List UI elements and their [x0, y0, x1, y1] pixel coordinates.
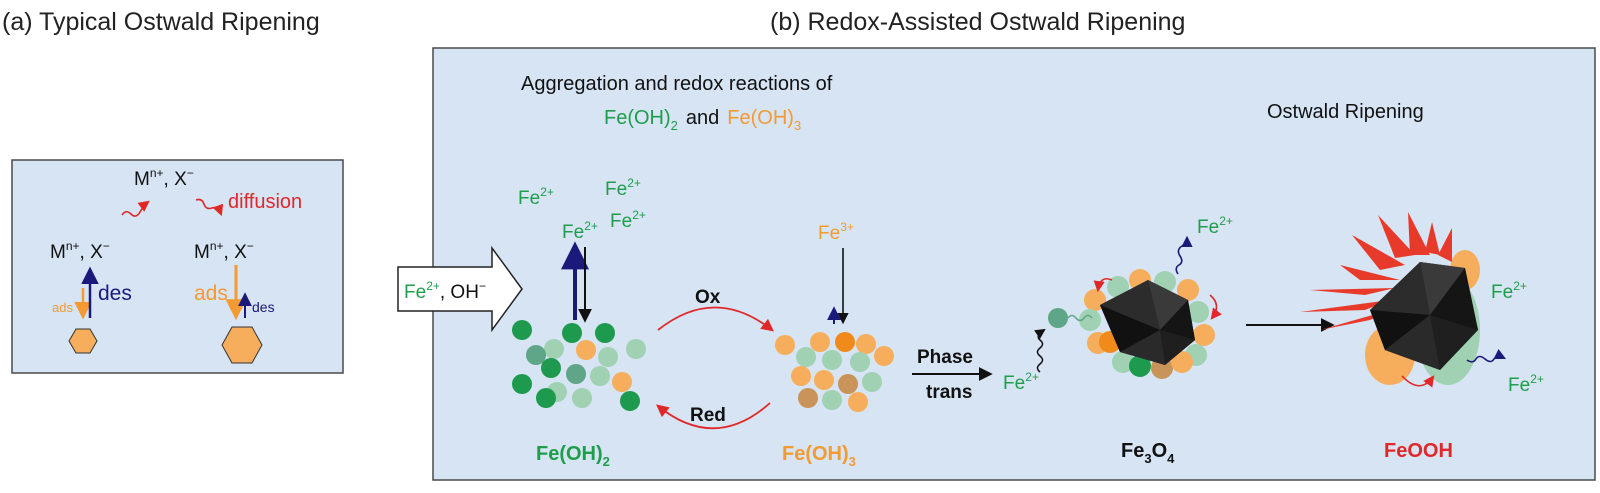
large-hexagon — [221, 326, 263, 364]
diffusion-arrow-up — [121, 200, 150, 217]
feooh-release-wave — [1466, 348, 1507, 363]
fe2-ion-3: Fe2+ — [562, 219, 598, 243]
fe3o4-released-fe2: Fe2+ — [1197, 214, 1233, 238]
fe2-ion-1: Fe2+ — [518, 185, 554, 209]
input-arrow — [397, 245, 523, 333]
right-ads-label: ads — [194, 282, 228, 305]
feooh-particle — [1300, 212, 1480, 385]
reduction-arrow — [656, 402, 771, 430]
diffusion-arrow-down — [195, 198, 224, 217]
right-des-label: des — [252, 299, 275, 315]
trans-label: trans — [926, 382, 972, 403]
oxidation-arrow — [657, 306, 774, 332]
fe2-ion-4: Fe2+ — [610, 208, 646, 232]
panel-b-heading: Aggregation and redox reactions of — [521, 73, 833, 95]
fe3o4-attach-wave — [1067, 314, 1093, 322]
fe3o4-uptake-wave — [1034, 328, 1046, 373]
feoh2-cluster — [512, 320, 646, 411]
panel-a-title: (a) Typical Ostwald Ripening — [2, 8, 320, 36]
left-ads-label: ads — [52, 300, 73, 315]
fe2-ion-2: Fe2+ — [605, 176, 641, 200]
fe3o4-particle — [1048, 269, 1215, 379]
panel-a-box — [11, 159, 344, 374]
left-des-label: des — [98, 282, 132, 305]
feooh-released-fe2-lower: Fe2+ — [1508, 372, 1544, 396]
label-fe-oh-2: Fe(OH)2 — [536, 443, 610, 469]
fe3o4-ripening-arrow-left — [1093, 277, 1113, 293]
feooh-adjacent-fe2: Fe2+ — [1491, 279, 1527, 303]
label-feooh: FeOOH — [1384, 440, 1453, 462]
small-hexagon — [68, 328, 98, 354]
input-arrow-label: Fe2+, OH− — [404, 279, 486, 303]
panel-b-title: (b) Redox-Assisted Ostwald Ripening — [770, 8, 1185, 36]
panel-a-right-species: Mn+, X− — [194, 239, 254, 263]
fe2-ions-cluster: Fe2+ Fe2+ Fe2+ Fe2+ — [518, 176, 646, 243]
feoh3-cluster — [775, 332, 894, 412]
diffusion-label: diffusion — [228, 191, 302, 213]
fe3o4-incoming-fe2: Fe2+ — [1003, 370, 1039, 394]
ostwald-ripening-label: Ostwald Ripening — [1267, 101, 1424, 123]
fe3o4-ripening-arrow-right — [1209, 294, 1222, 320]
fe3o4-release-wave — [1175, 235, 1193, 275]
red-label: Red — [690, 405, 726, 426]
phase-label: Phase — [917, 347, 973, 368]
fe3-ion: Fe3+ — [818, 220, 854, 244]
label-fe-oh-3: Fe(OH)3 — [782, 443, 856, 469]
label-fe3o4: Fe3O4 — [1121, 440, 1175, 466]
panel-a-left-species: Mn+, X− — [50, 239, 110, 263]
feooh-ripening-arrow — [1401, 375, 1435, 388]
ox-label: Ox — [695, 287, 721, 308]
panel-a-top-species: Mn+, X− — [134, 166, 194, 190]
